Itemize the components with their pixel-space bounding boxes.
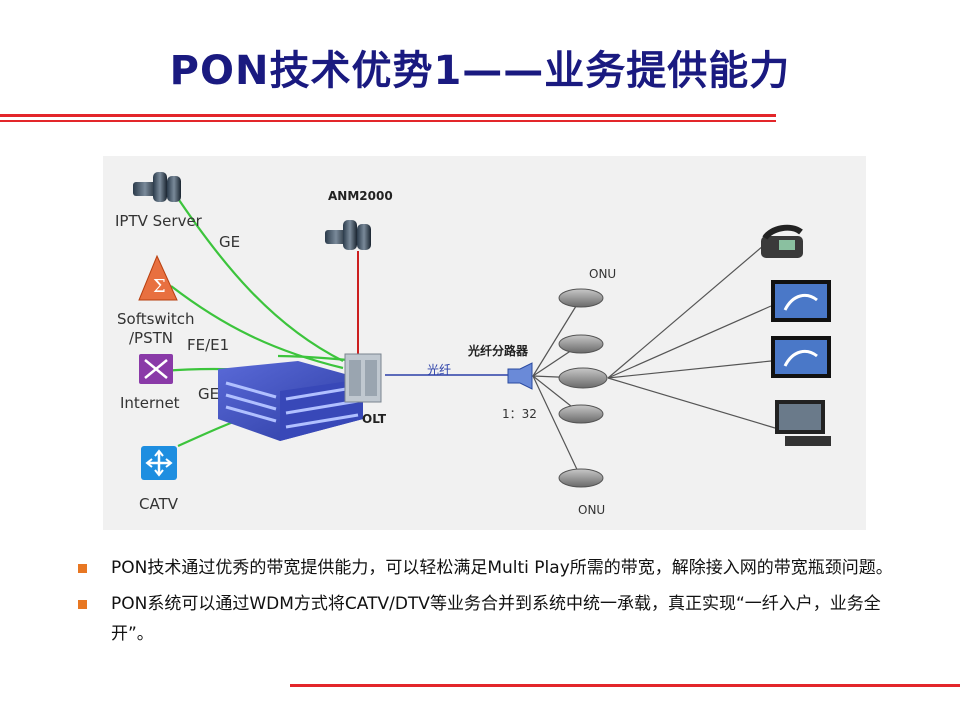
diagram-graphics: Σ — [133, 172, 831, 488]
splitter-links — [532, 297, 582, 479]
label-fiber: 光纤 — [427, 363, 452, 377]
splitter-icon — [507, 362, 533, 390]
bullet-square-icon — [78, 600, 87, 609]
olt-icon — [344, 353, 382, 403]
label-fe-e1: FE/E1 — [187, 336, 230, 354]
label-olt: OLT — [362, 412, 387, 426]
bullet-square-icon — [78, 564, 87, 573]
label-split-ratio: 1：32 — [502, 407, 537, 421]
svg-text:Σ: Σ — [153, 276, 166, 297]
label-anm2000: ANM2000 — [328, 189, 393, 203]
onu-icons — [558, 288, 608, 488]
bullet-text: PON系统可以通过WDM方式将CATV/DTV等业务合并到系统中统一承载，真正实… — [111, 594, 881, 644]
label-ge-2: GE — [198, 385, 220, 403]
internet-router-icon — [139, 354, 173, 384]
network-diagram: Σ — [103, 156, 866, 530]
pc-icon — [775, 400, 831, 446]
monitor-icon-2 — [771, 336, 831, 378]
anm-server-icon — [325, 220, 371, 250]
label-catv: CATV — [139, 495, 178, 513]
bullet-text: PON技术通过优秀的带宽提供能力，可以轻松满足Multi Play所需的带宽，解… — [111, 558, 893, 578]
label-iptv-server: IPTV Server — [115, 212, 202, 230]
label-pstn: /PSTN — [129, 329, 174, 347]
label-splitter: 光纤分路器 — [468, 344, 529, 358]
building-icon — [218, 361, 363, 441]
page-title: PON技术优势1——业务提供能力 — [169, 48, 791, 94]
label-softswitch: Softswitch — [117, 310, 195, 328]
bullet-item: PON技术通过优秀的带宽提供能力，可以轻松满足Multi Play所需的带宽，解… — [76, 553, 906, 583]
bullet-item: PON系统可以通过WDM方式将CATV/DTV等业务合并到系统中统一承载，真正实… — [76, 589, 906, 649]
label-onu-bottom: ONU — [578, 503, 606, 517]
softswitch-icon: Σ — [138, 254, 178, 301]
label-onu-top: ONU — [589, 267, 617, 281]
title-rule-lower — [0, 120, 776, 122]
footer-rule — [290, 684, 960, 687]
phone-icon — [761, 224, 803, 258]
bullet-list: PON技术通过优秀的带宽提供能力，可以轻松满足Multi Play所需的带宽，解… — [76, 553, 906, 655]
label-ge-1: GE — [219, 233, 241, 251]
iptv-server-icon — [133, 172, 181, 202]
monitor-icon-1 — [771, 280, 831, 322]
terminal-links — [607, 245, 776, 429]
catv-switch-icon — [141, 446, 177, 480]
title-rule-upper — [0, 114, 776, 117]
label-internet: Internet — [120, 394, 180, 412]
